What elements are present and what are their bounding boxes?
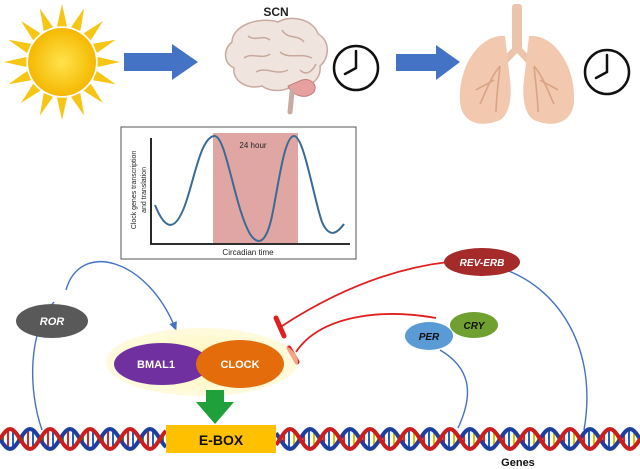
- clock-icon: [332, 44, 380, 92]
- band-label: 24 hour: [239, 141, 266, 150]
- inset-ylabel-line1: Clock genes transcription: [131, 151, 138, 230]
- ror-node: ROR: [16, 304, 88, 338]
- e-box-label: E-BOX: [199, 432, 244, 448]
- brain-icon: [224, 17, 328, 115]
- rev-erb-node: REV-ERB: [444, 248, 520, 276]
- rev-erb-gene-line: [505, 269, 588, 431]
- dna-icon: [0, 426, 640, 452]
- genes-label: Genes: [501, 457, 535, 469]
- bmal1-label: BMAL1: [137, 359, 175, 371]
- cry-label: CRY: [464, 321, 486, 332]
- per-cry-inhibition-line: [295, 313, 437, 353]
- cry-node: CRY: [450, 312, 498, 338]
- ror-to-bmal1-arrow: [65, 261, 177, 331]
- clock-label: CLOCK: [220, 359, 259, 371]
- 24-hour-band: [213, 133, 298, 243]
- rev-erb-label: REV-ERB: [460, 258, 505, 269]
- e-box-node: E-BOX: [166, 425, 276, 453]
- ror-label: ROR: [40, 316, 65, 328]
- green-down-arrow-icon: [196, 390, 234, 424]
- inset-xlabel: Circadian time: [222, 248, 274, 257]
- clock-node: CLOCK: [196, 340, 284, 388]
- lungs-icon: [459, 4, 575, 124]
- scn-label: SCN: [263, 5, 288, 19]
- per-gene-line: [439, 349, 469, 429]
- per-label: PER: [419, 332, 440, 343]
- sun-icon: [4, 4, 120, 120]
- circadian-inset-chart: 24 hour Clock genes transcription and tr…: [120, 126, 357, 260]
- per-node: PER: [405, 322, 453, 350]
- arrow-sun-to-brain-icon: [124, 44, 198, 80]
- arrow-brain-to-lungs-icon: [396, 45, 460, 80]
- inset-ylabel-line2: and translation: [141, 167, 148, 213]
- clock-icon: [583, 48, 631, 96]
- rev-erb-inhibition-line: [281, 261, 449, 327]
- bmal1-node: BMAL1: [114, 343, 210, 385]
